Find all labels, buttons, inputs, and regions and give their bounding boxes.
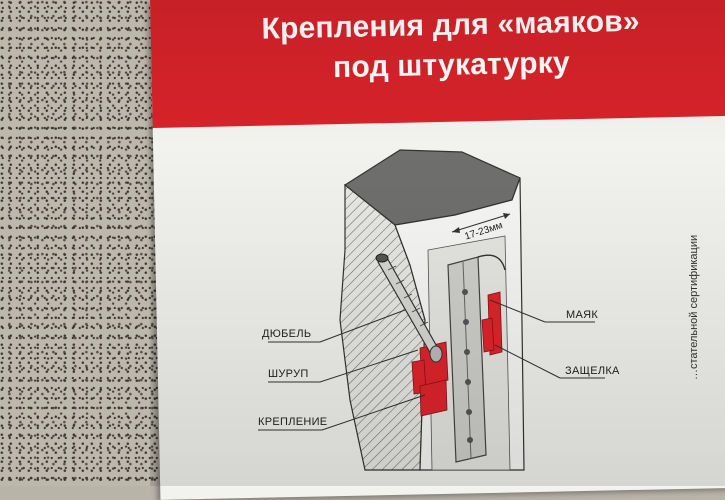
side-certification-note: …стательной сертификации [688, 180, 725, 380]
label-screw: ШУРУП [268, 368, 309, 380]
label-beacon: МАЯК [566, 309, 599, 321]
label-fastener: КРЕПЛЕНИЕ [258, 416, 328, 428]
beacon-holes [462, 289, 473, 443]
leader-lines [258, 299, 605, 431]
fastening-diagram: 17-23мм [258, 149, 605, 471]
side-note-text: …стательной сертификации [688, 234, 700, 380]
label-dowel: ДЮБЕЛЬ [262, 328, 312, 340]
dowel-screw [375, 253, 443, 363]
label-latch: ЗАЩЕЛКА [565, 365, 620, 377]
